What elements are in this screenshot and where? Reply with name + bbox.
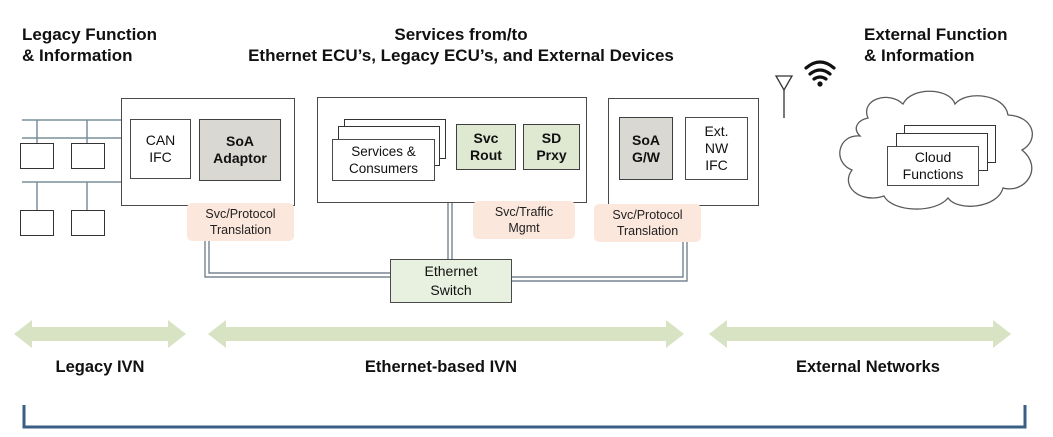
tag-mid-line2: Mgmt	[508, 221, 540, 235]
svc-traffic-mgmt-tag: Svc/Traffic Mgmt	[473, 201, 575, 239]
legacy-heading: Legacy Function & Information	[22, 24, 157, 66]
svc-protocol-translation-tag-right: Svc/Protocol Translation	[594, 204, 701, 242]
can-ifc-line1: CAN	[145, 132, 176, 148]
ethernet-switch-box: Ethernet Switch	[390, 259, 512, 303]
soa-gw-box: SoA G/W	[619, 117, 673, 180]
can-ifc-line2: IFC	[149, 149, 172, 165]
ivn-bracket	[22, 405, 1027, 429]
ethernet-switch-line1: Ethernet	[424, 263, 478, 279]
services-heading-line1: Services from/to	[394, 25, 528, 44]
ext-nw-ifc-line1: Ext.	[704, 123, 729, 139]
sd-prxy-box: SD Prxy	[523, 124, 580, 170]
zone-arrows	[14, 320, 1011, 348]
soa-adaptor-line2: Adaptor	[213, 150, 267, 166]
legacy-ecu-box	[71, 210, 105, 236]
legacy-heading-line1: Legacy Function	[22, 25, 158, 44]
ext-nw-ifc-line3: IFC	[705, 157, 728, 173]
services-heading-line2: Ethernet ECU’s, Legacy ECU’s, and Extern…	[248, 46, 674, 65]
soa-gw-line1: SoA	[632, 131, 660, 148]
soa-adaptor-line1: SoA	[226, 133, 254, 149]
cloud-functions-box: Cloud Functions	[887, 146, 979, 186]
ext-nw-ifc-line2: NW	[704, 140, 729, 156]
tag-left-line2: Translation	[209, 223, 272, 237]
ext-nw-ifc-box: Ext. NW IFC	[685, 117, 748, 180]
tag-right-line2: Translation	[616, 224, 679, 238]
can-ifc-box: CAN IFC	[130, 119, 191, 179]
tag-mid-line1: Svc/Traffic	[494, 205, 554, 219]
wifi-icon	[804, 60, 836, 81]
services-heading: Services from/to Ethernet ECU’s, Legacy …	[240, 24, 682, 66]
legacy-heading-line2: & Information	[22, 46, 133, 65]
external-heading-line2: & Information	[864, 46, 975, 65]
svc-rout-line2: Rout	[470, 147, 502, 163]
svc-rout-line1: Svc	[473, 130, 499, 146]
legacy-bus	[22, 119, 122, 210]
soa-gw-line2: G/W	[632, 148, 660, 165]
legacy-ecu-box	[20, 210, 54, 236]
svc-rout-box: Svc Rout	[456, 124, 516, 170]
soa-adaptor-box: SoA Adaptor	[199, 119, 281, 181]
zone-label-legacy: Legacy IVN	[55, 358, 145, 376]
sd-prxy-line1: SD	[541, 130, 562, 146]
cloud-functions-line2: Functions	[902, 166, 964, 182]
external-heading-line1: External Function	[864, 25, 1008, 44]
switch-connectors	[204, 200, 688, 282]
services-consumers-line2: Consumers	[348, 161, 419, 176]
antenna-icon	[774, 75, 794, 118]
services-consumers-line1: Services &	[351, 144, 416, 159]
ethernet-switch-line2: Switch	[430, 282, 472, 298]
legacy-ecu-box	[20, 143, 54, 169]
svc-protocol-translation-tag-left: Svc/Protocol Translation	[187, 203, 294, 241]
services-consumers-box: Services & Consumers	[332, 139, 435, 181]
zone-label-ethernet: Ethernet-based IVN	[364, 358, 518, 376]
zone-label-external: External Networks	[796, 358, 940, 376]
cloud-functions-line1: Cloud	[914, 149, 952, 165]
tag-right-line1: Svc/Protocol	[612, 208, 683, 222]
legacy-ecu-box	[71, 143, 105, 169]
external-heading: External Function & Information	[864, 24, 1008, 66]
sd-prxy-line2: Prxy	[536, 147, 567, 163]
tag-left-line1: Svc/Protocol	[205, 207, 276, 221]
